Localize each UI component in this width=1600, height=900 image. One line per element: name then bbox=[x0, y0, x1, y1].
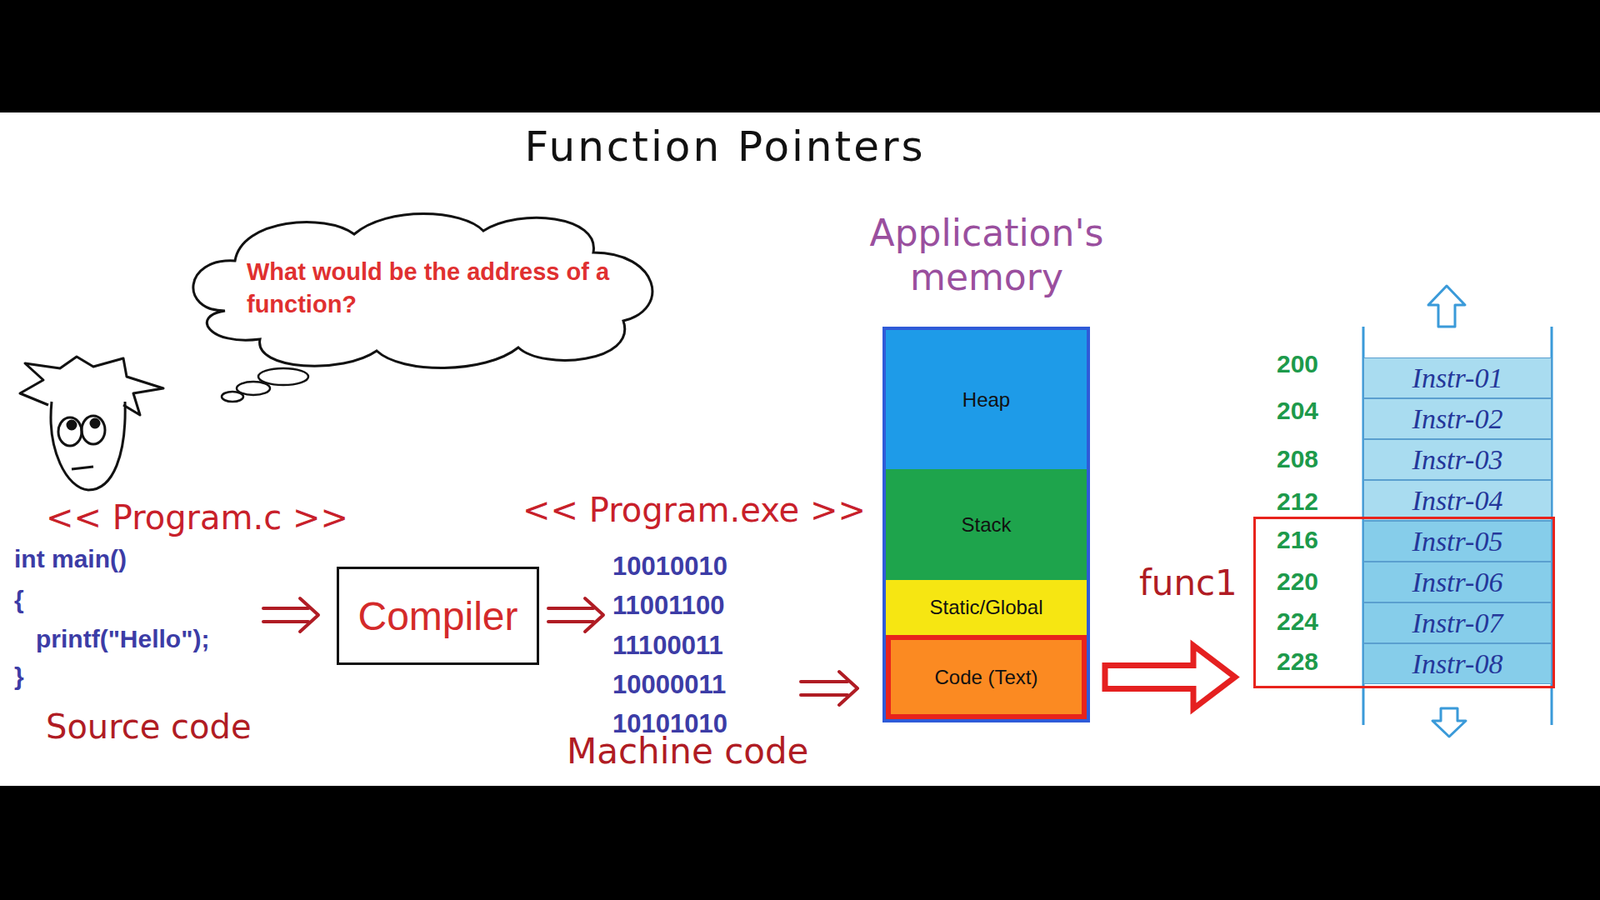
node-text: Instr-04 bbox=[1412, 485, 1504, 517]
hair bbox=[20, 356, 164, 415]
node-text: Instr-08 bbox=[1412, 648, 1504, 680]
top-bar bbox=[0, 0, 1600, 113]
address-label: 208 bbox=[1276, 444, 1319, 475]
down-arrow bbox=[1432, 708, 1466, 737]
stack-segment: Stack bbox=[885, 469, 1087, 580]
caption-label: Machine code bbox=[566, 730, 809, 773]
address-label: 212 bbox=[1276, 486, 1319, 517]
node-text: What would be the address of a function? bbox=[246, 255, 640, 321]
mouth bbox=[71, 466, 94, 470]
node-text: Static/Global bbox=[929, 595, 1043, 620]
machine-code: 10010010 bbox=[612, 550, 728, 582]
machine-code: 10000011 bbox=[612, 669, 726, 700]
face-outline bbox=[50, 401, 125, 490]
node-text: Application's memory bbox=[845, 211, 1129, 300]
address-label: 224 bbox=[1276, 606, 1319, 637]
address-label: 200 bbox=[1276, 349, 1319, 380]
node-text: Instr-03 bbox=[1412, 444, 1504, 476]
cloud-outline bbox=[183, 209, 664, 368]
person-face bbox=[20, 356, 164, 490]
instruction-cell: Instr-02 bbox=[1363, 398, 1552, 440]
code-line: } bbox=[14, 661, 25, 692]
instruction-cell: Instr-04 bbox=[1363, 480, 1552, 521]
instruction-cell: Instr-08 bbox=[1363, 643, 1552, 685]
address-label: 204 bbox=[1276, 395, 1319, 426]
address-label: 228 bbox=[1276, 646, 1319, 677]
file-label: << Program.c >> bbox=[45, 497, 349, 538]
instruction-cell: Instr-07 bbox=[1363, 602, 1552, 644]
instruction-cell: Instr-06 bbox=[1363, 561, 1552, 603]
memory-block: Application's memoryHeapStackStatic/Glob… bbox=[882, 326, 1090, 723]
node-text: Compiler bbox=[357, 593, 518, 640]
block-arrow bbox=[1105, 645, 1235, 710]
eye bbox=[58, 417, 82, 446]
address-label: 220 bbox=[1276, 566, 1319, 597]
node-text: func1 bbox=[1139, 562, 1238, 604]
machine-code: 11001100 bbox=[612, 590, 725, 621]
title-text: Function Pointers bbox=[0, 121, 1450, 172]
caption-label: Source code bbox=[45, 706, 252, 747]
machine-code: 11100011 bbox=[612, 630, 724, 661]
node-text: Instr-07 bbox=[1412, 607, 1504, 640]
heap-segment: Heap bbox=[885, 330, 1087, 470]
node-text: Instr-02 bbox=[1412, 403, 1504, 435]
compiler-box: Compiler bbox=[336, 566, 540, 665]
address-label: 216 bbox=[1276, 525, 1319, 555]
static-segment: Static/Global bbox=[885, 580, 1087, 635]
cloud-path bbox=[193, 214, 653, 369]
memory-column bbox=[1363, 326, 1552, 725]
code-line: { bbox=[14, 585, 25, 615]
node-text: Instr-06 bbox=[1412, 566, 1504, 599]
thought-cloud: What would be the address of a function? bbox=[183, 209, 664, 368]
code-segment: Code (Text) bbox=[885, 635, 1087, 720]
instruction-cell: Instr-05 bbox=[1363, 520, 1552, 562]
node-text: Code (Text) bbox=[934, 665, 1038, 690]
eye bbox=[81, 415, 105, 445]
thought-bubble bbox=[258, 368, 309, 385]
bottom-bar bbox=[0, 785, 1600, 900]
up-arrow bbox=[1428, 285, 1465, 327]
instruction-cell: Instr-03 bbox=[1363, 439, 1552, 480]
file-label: << Program.exe >> bbox=[522, 490, 866, 530]
thought-bubble bbox=[221, 391, 244, 402]
code-line: printf("Hello"); bbox=[35, 624, 210, 655]
pupil bbox=[90, 419, 100, 428]
pupil bbox=[67, 420, 76, 430]
node-text: Instr-05 bbox=[1412, 525, 1504, 558]
instruction-cell: Instr-01 bbox=[1363, 357, 1552, 399]
node-text: Instr-01 bbox=[1412, 362, 1504, 395]
node-text: Stack bbox=[960, 513, 1011, 537]
node-text: Heap bbox=[962, 388, 1010, 412]
code-line: int main() bbox=[14, 544, 127, 575]
